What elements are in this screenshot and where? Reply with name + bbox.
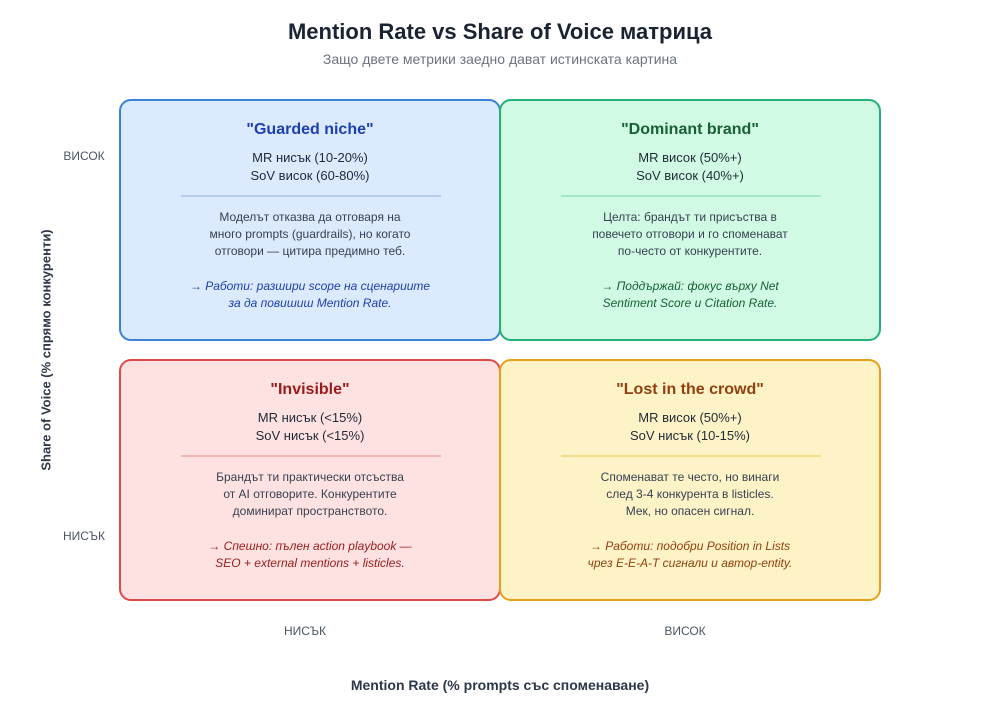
quadrant-metrics: MR нисък (10-20%) SoV висок (60-80%): [121, 149, 499, 185]
metric-sov: SoV нисък (<15%): [255, 428, 365, 443]
quadrant-dominant-brand: "Dominant brand" MR висок (50%+) SoV вис…: [499, 99, 881, 341]
page-subtitle: Защо двете метрики заедно дават истинска…: [322, 51, 678, 67]
divider: [561, 455, 821, 457]
x-axis-label: Mention Rate (% prompts със споменаване): [350, 677, 650, 693]
action-line: за да повишиш Mention Rate.: [228, 296, 392, 310]
x-level-high: ВИСОК: [664, 624, 706, 638]
quadrant-metrics: MR нисък (<15%) SoV нисък (<15%): [121, 409, 499, 445]
quadrant-metrics: MR висок (50%+) SoV нисък (10-15%): [501, 409, 879, 445]
quadrant-action: → Поддържай: фокус върху Net Sentiment S…: [501, 278, 879, 312]
metric-mr: MR нисък (<15%): [257, 410, 363, 425]
action-line: → Спешно: пълен action playbook —: [208, 539, 412, 553]
divider: [181, 195, 441, 197]
description-line: по-често от конкурентите.: [617, 244, 763, 258]
description-line: Споменават те често, но винаги: [600, 470, 780, 484]
description-line: Моделът отказва да отговаря на: [219, 210, 401, 224]
description-line: много prompts (guardrails), но когато: [209, 227, 411, 241]
description-line: Мек, но опасен сигнал.: [625, 504, 755, 518]
description-line: повечето отговори и го споменават: [592, 227, 788, 241]
quadrant-action: → Спешно: пълен action playbook — SEO + …: [121, 538, 499, 572]
description-line: отговори — цитира предимно теб.: [214, 244, 406, 258]
action-line: → Работи: подобри Position in Lists: [589, 539, 791, 553]
metric-mr: MR висок (50%+): [638, 150, 742, 165]
y-level-low: НИСЪК: [62, 529, 106, 543]
y-axis-label: Share of Voice (% спрямо конкуренти): [38, 229, 54, 471]
action-line: Sentiment Score и Citation Rate.: [602, 296, 778, 310]
quadrant-title: "Invisible": [270, 381, 350, 398]
x-level-low: НИСЪК: [283, 624, 327, 638]
metric-sov: SoV висок (60-80%): [250, 168, 370, 183]
page-title: Mention Rate vs Share of Voice матрица: [287, 19, 713, 44]
description-line: от AI отговорите. Конкурентите: [223, 487, 397, 501]
description-line: доминират пространството.: [232, 504, 388, 518]
quadrant-title: "Dominant brand": [621, 121, 759, 138]
quadrant-action: → Работи: разшири scope на сценариите за…: [121, 278, 499, 312]
action-line: SEO + external mentions + listicles.: [215, 556, 405, 570]
quadrant-guarded-niche: "Guarded niche" MR нисък (10-20%) SoV ви…: [119, 99, 501, 341]
quadrant-description: Брандът ти практически отсъства от AI от…: [121, 469, 499, 520]
quadrant-description: Целта: брандът ти присъства в повечето о…: [501, 209, 879, 260]
action-line: → Поддържай: фокус върху Net: [601, 279, 779, 293]
quadrant-metrics: MR висок (50%+) SoV висок (40%+): [501, 149, 879, 185]
quadrant-invisible: "Invisible" MR нисък (<15%) SoV нисък (<…: [119, 359, 501, 601]
quadrant-description: Моделът отказва да отговаря на много pro…: [121, 209, 499, 260]
quadrant-description: Споменават те често, но винаги след 3-4 …: [501, 469, 879, 520]
metric-mr: MR висок (50%+): [638, 410, 742, 425]
quadrant-lost-in-the-crowd: "Lost in the crowd" MR висок (50%+) SoV …: [499, 359, 881, 601]
description-line: Целта: брандът ти присъства в: [603, 210, 777, 224]
quadrant-title: "Guarded niche": [246, 121, 374, 138]
metric-sov: SoV нисък (10-15%): [629, 428, 750, 443]
divider: [181, 455, 441, 457]
quadrant-title: "Lost in the crowd": [616, 381, 764, 398]
divider: [561, 195, 821, 197]
quadrant-action: → Работи: подобри Position in Lists чрез…: [501, 538, 879, 572]
action-line: → Работи: разшири scope на сценариите: [189, 279, 431, 293]
metric-mr: MR нисък (10-20%): [252, 150, 368, 165]
action-line: чрез E-E-A-T сигнали и автор-entity.: [587, 556, 793, 570]
description-line: Брандът ти практически отсъства: [216, 470, 404, 484]
metric-sov: SoV висок (40%+): [636, 168, 744, 183]
y-level-high: ВИСОК: [63, 149, 105, 163]
description-line: след 3-4 конкурента в listicles.: [606, 487, 774, 501]
